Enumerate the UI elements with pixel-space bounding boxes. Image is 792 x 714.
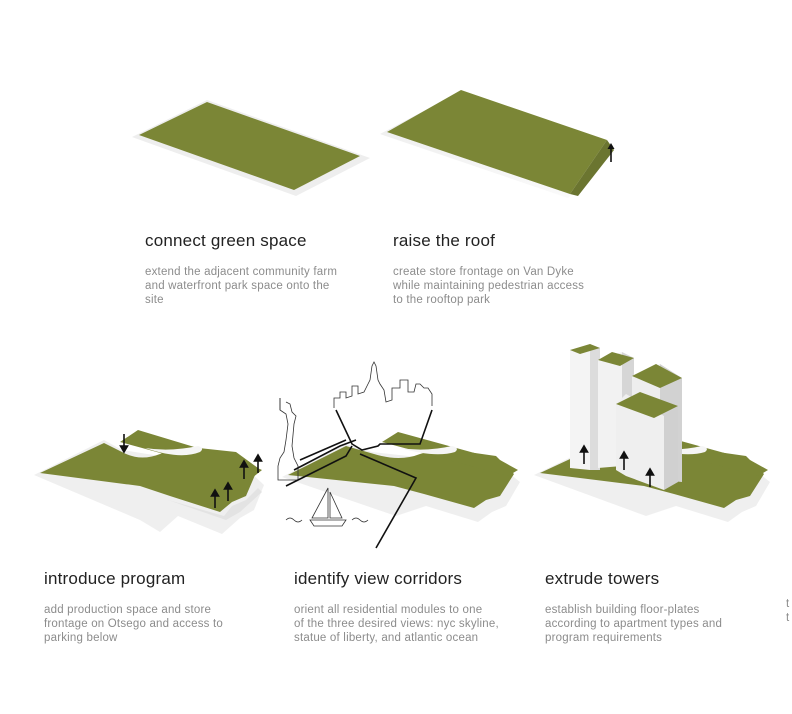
desc-line: create store frontage on Van Dyke: [393, 266, 574, 278]
step-description: establish building floor-plates accordin…: [545, 603, 765, 645]
desc-line: add production space and store: [44, 604, 212, 616]
desc-line: t: [786, 612, 790, 624]
desc-line: while maintaining pedestrian access: [393, 280, 585, 292]
desc-line: according to apartment types and: [545, 618, 723, 630]
sailboat-outline: [285, 487, 369, 527]
raised-green-slab: [380, 90, 615, 198]
view-corridor-slab: [282, 432, 520, 522]
program-slab: [34, 430, 264, 534]
desc-line: orient all residential modules to one: [294, 604, 483, 616]
corridor-lines: [285, 409, 433, 549]
step-connect-green-space: connect green space extend the adjacent …: [145, 231, 375, 307]
step-title: extrude towers: [545, 569, 660, 588]
step-identify-view-corridors: identify view corridors orient all resid…: [294, 569, 534, 645]
flat-green-slab: [132, 100, 370, 196]
desc-line: and waterfront park space onto the: [145, 280, 330, 292]
desc-line: statue of liberty, and atlantic ocean: [294, 632, 479, 644]
desc-line: extend the adjacent community farm: [145, 266, 338, 278]
step-introduce-program: introduce program add production space a…: [44, 569, 274, 645]
desc-line: site: [145, 294, 164, 306]
desc-line: establish building floor-plates: [545, 604, 700, 616]
step-description: create store frontage on Van Dyke while …: [393, 265, 633, 307]
step-title: raise the roof: [393, 231, 496, 250]
desc-line: of the three desired views: nyc skyline,: [294, 618, 499, 630]
desc-line: parking below: [44, 632, 118, 644]
step-extrude-towers: extrude towers establish building floor-…: [545, 569, 765, 645]
desc-line: t: [786, 598, 790, 610]
skyline-outline: [333, 361, 433, 408]
step-description: orient all residential modules to one of…: [294, 603, 534, 645]
arrow-icons: [119, 434, 263, 508]
step-description: extend the adjacent community farm and w…: [145, 265, 375, 307]
clipped-caption-fragment: t t: [786, 597, 792, 625]
extruded-towers: [570, 344, 682, 490]
step-title: identify view corridors: [294, 569, 463, 588]
step-description: t t: [786, 597, 792, 625]
desc-line: to the rooftop park: [393, 294, 491, 306]
step-title: connect green space: [145, 231, 307, 250]
step-raise-the-roof: raise the roof create store frontage on …: [393, 231, 633, 307]
desc-line: frontage on Otsego and access to: [44, 618, 224, 630]
desc-line: program requirements: [545, 632, 663, 644]
step-description: add production space and store frontage …: [44, 603, 274, 645]
statue-of-liberty-outline: [277, 398, 299, 481]
tower-arrow-icons: [579, 444, 655, 487]
step-title: introduce program: [44, 569, 186, 588]
